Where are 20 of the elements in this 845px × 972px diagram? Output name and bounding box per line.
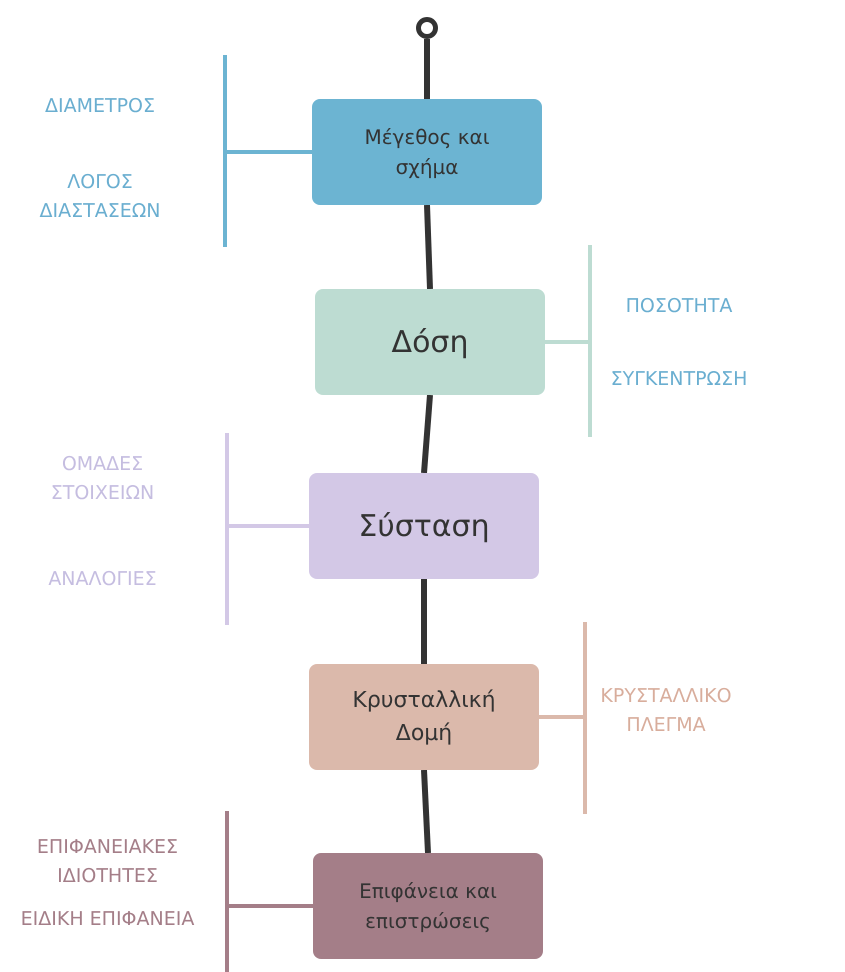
- bracket-label: ΟΜΑΔΕΣ ΣΤΟΙΧΕΙΩΝ: [50, 452, 156, 506]
- timeline-line: [421, 770, 431, 854]
- bracket-label: ΕΙΔΙΚΗ ΕΠΙΦΑΝΕΙΑ: [20, 907, 196, 932]
- bracket-label: ΣΥΓΚΕΝΤΡΩΣΗ: [610, 367, 748, 392]
- bracket-label: ΚΡΥΣΤΑΛΛΙΚΟ ΠΛΕΓΜΑ: [599, 684, 733, 738]
- bracket-label: ΕΠΙΦΑΝΕΙΑΚΕΣ ΙΔΙΟΤΗΤΕΣ: [36, 835, 180, 888]
- start-circle: [416, 17, 438, 39]
- topic-box: Μέγεθος και σχήμα: [312, 99, 542, 205]
- bracket-label: ΠΟΣΟΤΗΤΑ: [624, 294, 734, 319]
- timeline-line: [421, 394, 433, 474]
- topic-box: Κρυσταλλική Δομή: [309, 664, 539, 770]
- bracket-label: ΔΙΑΜΕΤΡΟΣ: [44, 94, 156, 119]
- topic-box: Δόση: [315, 289, 545, 395]
- bracket-label: ΑΝΑΛΟΓΙΕΣ: [47, 567, 158, 592]
- timeline-line: [421, 579, 427, 664]
- bracket-label: ΛΟΓΟΣ ΔΙΑΣΤΑΣΕΩΝ: [38, 170, 162, 224]
- timeline-line: [424, 39, 430, 99]
- topic-box: Επιφάνεια και επιστρώσεις: [313, 853, 543, 959]
- timeline-line: [424, 204, 433, 290]
- topic-box: Σύσταση: [309, 473, 539, 579]
